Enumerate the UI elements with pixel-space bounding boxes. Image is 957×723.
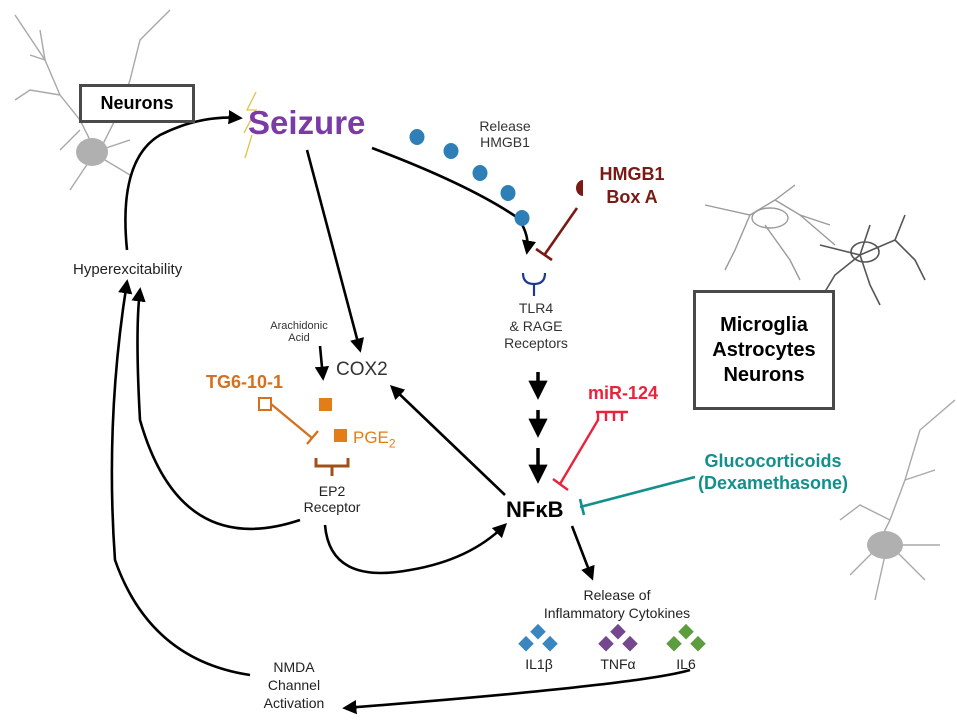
- glucocorticoids-label: Glucocorticoids (Dexamethasone): [698, 451, 848, 494]
- neuron-bottom-right-icon: [839, 399, 956, 601]
- hyperexcitability-label: Hyperexcitability: [73, 261, 183, 278]
- arachidonic-line-2: Acid: [288, 332, 310, 345]
- tnfa-label: TNFα: [600, 656, 636, 672]
- tlr4-line-3: Receptors: [504, 335, 568, 351]
- tg6-label: TG6-10-1: [206, 372, 284, 392]
- nfkb-label: NFκB: [506, 497, 564, 522]
- tlr4-receptor-icon: [521, 272, 547, 296]
- glucocorticoid-inhibitor: [578, 475, 696, 516]
- tg6-inhibitor: [270, 403, 319, 445]
- pge2-square-2: [334, 429, 347, 442]
- ep2-line-2: Receptor: [303, 499, 361, 516]
- il1b-label: IL1β: [525, 656, 553, 672]
- tlr4-rage-label: TLR4 & RAGE Receptors: [504, 300, 568, 353]
- release-hmgb1-line-2: HMGB1: [480, 134, 530, 151]
- box-a-inhibitor: [535, 207, 579, 262]
- neuron-top-left-icon: [14, 9, 171, 191]
- glia-box-line-1: Microglia: [720, 314, 808, 336]
- tlr4-line-2: & RAGE: [509, 317, 563, 334]
- il1b-icon: [518, 623, 558, 652]
- glucocorticoids-line-2: (Dexamethasone): [697, 472, 849, 493]
- tlr4-line-1: TLR4: [518, 300, 554, 316]
- arrow-seizure-to-tlr4: [371, 146, 537, 255]
- ep2-line-1: EP2: [318, 483, 346, 499]
- release-hmgb1-line-1: Release: [479, 118, 531, 134]
- hmgb1-box-a-line-1: HMGB1: [599, 164, 665, 184]
- nmda-line-1: NMDA: [273, 659, 315, 675]
- arrow-hyperexcitability-to-seizure: [124, 110, 243, 251]
- hmgb1-box-a-label: HMGB1 Box A: [599, 163, 664, 210]
- pge2-main: PGE: [353, 428, 389, 447]
- glia-box-line-3: Neurons: [723, 364, 805, 386]
- tnfa-icon: [598, 623, 638, 652]
- il6-icon: [666, 623, 706, 652]
- il6-label: IL6: [676, 656, 696, 672]
- pge2-label: PGE2: [353, 428, 396, 451]
- hmgb1-box-a-line-2: Box A: [606, 187, 658, 208]
- ep2-receptor-label: EP2 Receptor: [304, 483, 361, 515]
- arachidonic-line-1: Arachidonic: [270, 320, 328, 332]
- arrow-nfkb-to-cytokines: [570, 525, 595, 581]
- pge2-sub: 2: [388, 436, 396, 451]
- hmgb1-molecules: [409, 129, 530, 226]
- release-hmgb1-label: Release HMGB1: [479, 118, 530, 150]
- arrow-arachidonic-to-cox2: [314, 345, 330, 381]
- mir124-inhibitor: [552, 410, 628, 491]
- arrow-ep2-to-hyperexcitability: [131, 287, 301, 531]
- arachidonic-acid-label: Arachidonic Acid: [270, 320, 327, 344]
- tg6-icon: [258, 397, 272, 411]
- astrocyte-icon: [704, 184, 836, 281]
- box-a-icon: [576, 180, 583, 196]
- ep2-receptor-icon: [314, 458, 350, 476]
- mir124-label: miR-124: [588, 383, 659, 403]
- release-cytokines-label: Release of Inflammatory Cytokines: [544, 587, 690, 622]
- seizure-label: Seizure: [248, 104, 366, 141]
- glia-box: Microglia Astrocytes Neurons: [693, 290, 835, 410]
- lightning-icon: [243, 91, 258, 159]
- cox2-label: COX2: [336, 359, 388, 380]
- arrow-nfkb-to-cox2: [389, 385, 506, 496]
- arrow-nmda-to-hyperexcitability: [110, 279, 251, 677]
- arrow-cytokines-to-nmda: [342, 668, 691, 715]
- pge2-square-1: [319, 398, 332, 411]
- release-cytokines-line-1: Release of: [583, 587, 651, 603]
- neurons-box-label: Neurons: [100, 93, 174, 113]
- neurons-box: Neurons: [79, 84, 195, 123]
- release-cytokines-line-2: Inflammatory Cytokines: [543, 604, 691, 621]
- arrow-ep2-to-nfkb: [323, 522, 508, 575]
- arrow-seizure-to-cox2: [305, 149, 364, 353]
- nmda-label: NMDA Channel Activation: [264, 658, 325, 713]
- nmda-line-3: Activation: [263, 695, 325, 712]
- microglia-icon: [819, 214, 926, 306]
- nmda-line-2: Channel: [267, 677, 321, 694]
- glia-box-line-2: Astrocytes: [712, 339, 816, 361]
- glucocorticoids-line-1: Glucocorticoids: [704, 451, 842, 471]
